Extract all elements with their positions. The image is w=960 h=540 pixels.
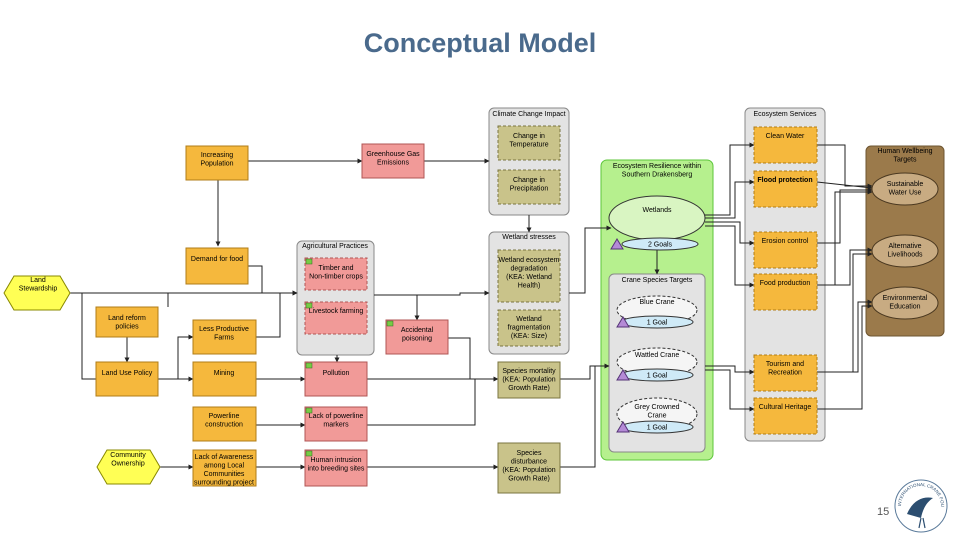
service-food-production[interactable]: Food production [753, 273, 818, 311]
svg-text:Clean Water: Clean Water [766, 133, 805, 140]
page-number: 15 [877, 506, 890, 518]
service-clean-water[interactable]: Clean Water [753, 126, 818, 164]
factor-demand-for-food[interactable]: Demand for food [185, 247, 249, 285]
label-agricultural-practices: Agricultural Practices [302, 243, 368, 250]
label-climate-change-impact: Climate Change Impact [492, 111, 565, 118]
goal-triangle-icon [616, 421, 630, 433]
svg-text:Wattled Crane: Wattled Crane [635, 352, 680, 359]
svg-text:1 Goal: 1 Goal [647, 373, 668, 380]
connector-lines [70, 142, 873, 470]
svg-text:Land Use Policy: Land Use Policy [102, 370, 153, 377]
svg-text:Livestock farming: Livestock farming [309, 308, 364, 315]
service-erosion-control[interactable]: Erosion control [753, 231, 818, 269]
svg-text:1 Goal: 1 Goal [647, 320, 668, 327]
svg-text:Food production: Food production [760, 280, 811, 287]
svg-text:Cultural Heritage: Cultural Heritage [759, 404, 812, 411]
svg-text:Demand for food: Demand for food [191, 256, 243, 263]
goal-triangle-icon [610, 238, 624, 250]
service-cultural-heritage[interactable]: Cultural Heritage [753, 397, 818, 435]
threat-livestock-farming[interactable]: Livestock farming [304, 301, 368, 335]
label-wetland-stresses: Wetland stresses [502, 234, 556, 241]
svg-text:Mining: Mining [214, 370, 235, 377]
svg-text:Blue Crane: Blue Crane [639, 299, 674, 306]
threat-pollution[interactable]: Pollution [304, 361, 368, 397]
factor-land-use-policy[interactable]: Land Use Policy [95, 361, 159, 397]
label-crane-species-targets: Crane Species Targets [622, 277, 693, 284]
svg-text:Wetlands: Wetlands [642, 207, 672, 214]
svg-text:2 Goals: 2 Goals [648, 242, 673, 249]
svg-text:Species mortality(KEA: Populat: Species mortality(KEA: PopulationGrowth … [502, 368, 556, 392]
svg-text:1 Goal: 1 Goal [647, 425, 668, 432]
label-ecosystem-services: Ecosystem Services [753, 111, 817, 118]
target-wetlands[interactable]: Wetlands 2 Goals [608, 195, 706, 251]
target-wattled-crane[interactable]: Wattled Crane 1 Goal [616, 347, 698, 382]
group-labels: Agricultural Practices Climate Change Im… [302, 111, 933, 284]
goal-triangle-icon [616, 316, 630, 328]
goal-triangle-icon [616, 369, 630, 381]
target-blue-crane[interactable]: Blue Crane 1 Goal [616, 295, 698, 329]
slide-title: Conceptual Model [363, 28, 597, 58]
crane-foundation-logo-icon: INTERNATIONAL CRANE FOUNDATION [893, 478, 948, 533]
svg-text:Pollution: Pollution [323, 370, 350, 377]
svg-text:Flood protection: Flood protection [757, 177, 812, 184]
factor-mining[interactable]: Mining [192, 361, 257, 397]
svg-text:Erosion control: Erosion control [762, 238, 809, 245]
service-flood-protection[interactable]: Flood protection [753, 170, 818, 208]
